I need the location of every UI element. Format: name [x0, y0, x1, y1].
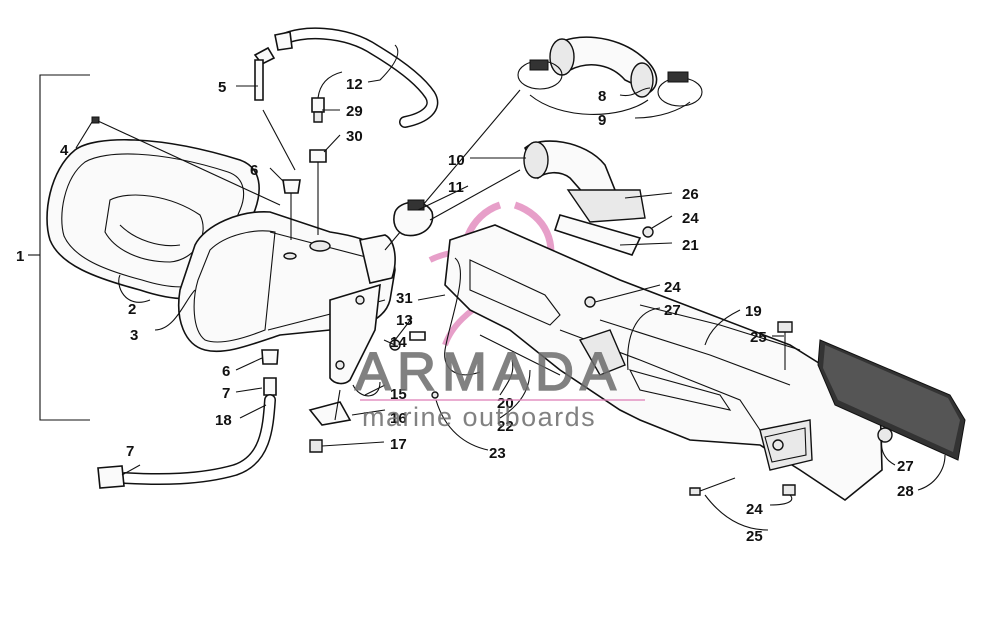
label-31: 31 — [396, 290, 413, 307]
watermark-brand: ARMADA — [355, 342, 622, 402]
label-24-c: 24 — [746, 501, 763, 518]
label-13: 13 — [396, 312, 413, 329]
label-24-b: 24 — [664, 279, 681, 296]
grommet-part — [261, 179, 301, 365]
part-number-labels: 1 2 3 4 5 6 6 7 7 8 9 10 11 12 13 14 15 … — [16, 76, 914, 545]
breather-hose-part — [274, 27, 439, 128]
label-26: 26 — [682, 186, 699, 203]
label-25-bottom: 25 — [746, 528, 763, 545]
leader-lines — [75, 44, 946, 531]
label-7-bottom: 7 — [126, 443, 134, 460]
label-6-bottom: 6 — [222, 363, 230, 380]
label-17: 17 — [390, 436, 407, 453]
label-27-top: 27 — [664, 302, 681, 319]
label-8: 8 — [598, 88, 606, 105]
group-bracket — [28, 74, 90, 421]
label-28: 28 — [897, 483, 914, 500]
coupler-clamp-part — [384, 36, 703, 251]
watermark-tagline: marine outboards — [362, 402, 596, 432]
bolt-part — [689, 321, 893, 496]
label-18: 18 — [215, 412, 232, 429]
foam-filter-part — [553, 189, 654, 256]
intake-elbow-part — [393, 140, 617, 237]
label-1: 1 — [16, 248, 24, 265]
label-7-top: 7 — [222, 385, 230, 402]
label-29: 29 — [346, 103, 363, 120]
label-19: 19 — [745, 303, 762, 320]
drain-hose-part — [97, 377, 277, 489]
label-6-top: 6 — [250, 162, 258, 179]
label-24-a: 24 — [682, 210, 699, 227]
intake-silencer-part — [444, 224, 883, 501]
label-3: 3 — [130, 327, 138, 344]
label-10: 10 — [448, 152, 465, 169]
label-16: 16 — [390, 410, 407, 427]
label-30: 30 — [346, 128, 363, 145]
watermark: ARMADA marine outboards — [354, 341, 645, 432]
label-11: 11 — [448, 179, 464, 196]
support-rod-part — [308, 257, 561, 453]
label-14: 14 — [390, 334, 407, 351]
label-20: 20 — [497, 395, 514, 412]
label-25-top: 25 — [750, 329, 767, 346]
label-21: 21 — [682, 237, 699, 254]
label-5: 5 — [218, 79, 226, 96]
label-23: 23 — [489, 445, 506, 462]
label-12: 12 — [346, 76, 363, 93]
label-22: 22 — [497, 418, 514, 435]
label-9: 9 — [598, 112, 606, 129]
label-2: 2 — [128, 301, 136, 318]
label-15: 15 — [390, 386, 407, 403]
mounting-plate-part — [329, 283, 381, 385]
elbow-fitting-part — [253, 46, 296, 171]
silencer-foam-part — [817, 339, 966, 461]
label-4: 4 — [60, 142, 69, 159]
temperature-sensor-part — [309, 71, 343, 235]
label-27-bottom: 27 — [897, 458, 914, 475]
screw-part — [91, 116, 281, 206]
